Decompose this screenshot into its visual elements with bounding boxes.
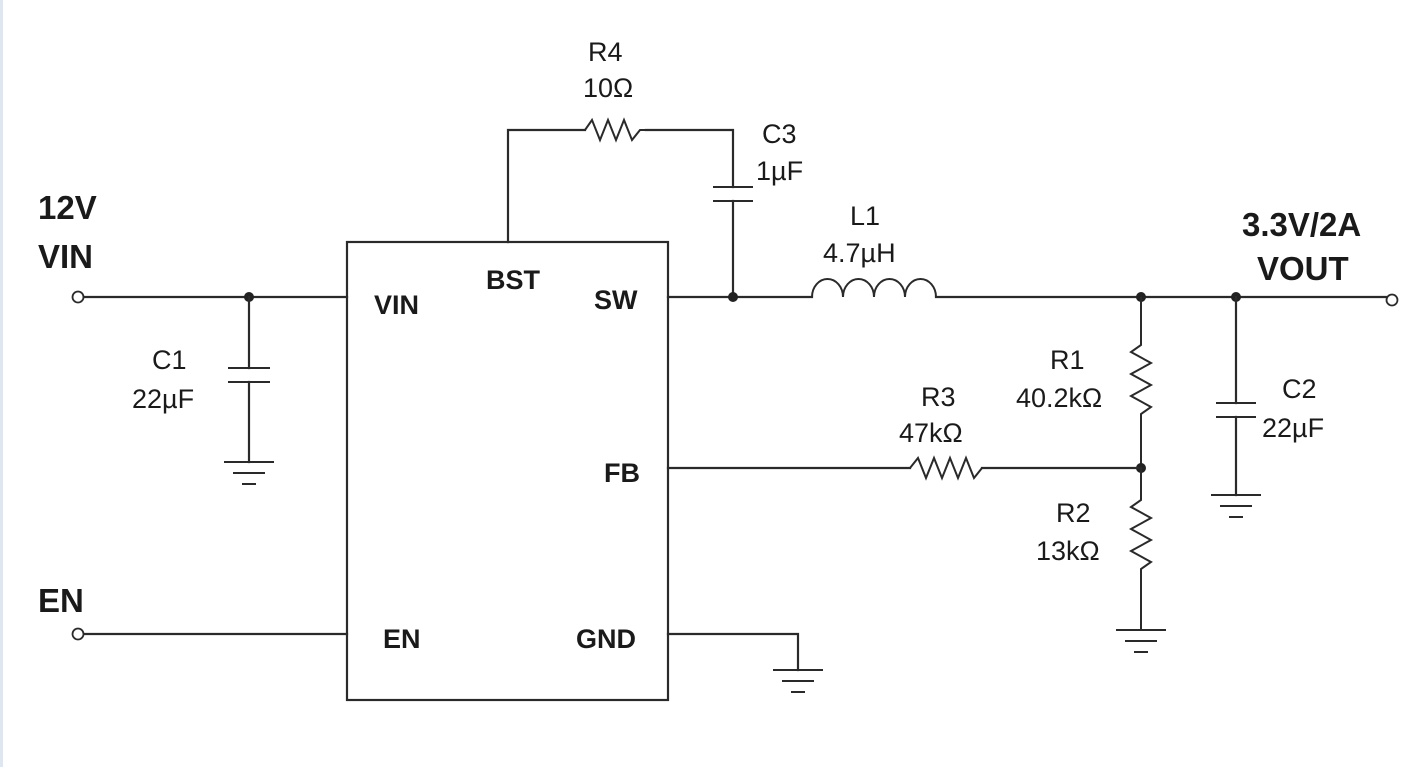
pin-fb-label: FB xyxy=(604,458,640,488)
c2-ref: C2 xyxy=(1282,374,1317,404)
input-voltage-label: 12V xyxy=(38,189,97,226)
input-name-label: VIN xyxy=(38,238,93,275)
pin-bst-label: BST xyxy=(486,265,541,295)
pin-vin-label: VIN xyxy=(374,290,419,320)
c1-value: 22µF xyxy=(132,384,194,414)
c3-capacitor xyxy=(713,186,753,299)
c1-ref: C1 xyxy=(152,345,187,375)
gnd-wire xyxy=(666,632,800,672)
pin-en-label: EN xyxy=(383,624,421,654)
r2-value: 13kΩ xyxy=(1036,536,1100,566)
vout-terminal[interactable] xyxy=(1385,293,1399,307)
pin-sw-label: SW xyxy=(594,285,638,315)
r2-ground-icon xyxy=(1116,629,1166,653)
r1-ref: R1 xyxy=(1050,345,1085,375)
pin-gnd-label: GND xyxy=(576,624,636,654)
c3-ref: C3 xyxy=(762,119,797,149)
enable-label: EN xyxy=(38,582,84,619)
output-name-label: VOUT xyxy=(1257,250,1349,287)
c3-value: 1µF xyxy=(756,156,803,186)
ic-body xyxy=(345,240,670,702)
r3-ref: R3 xyxy=(921,382,956,412)
r3-value: 47kΩ xyxy=(899,418,963,448)
r4-ref: R4 xyxy=(588,37,623,67)
c2-ground-icon xyxy=(1211,494,1261,518)
r1-resistor xyxy=(1128,297,1154,468)
r4-c3-wire xyxy=(644,128,735,189)
r4-resistor xyxy=(584,117,646,143)
c2-value: 22µF xyxy=(1262,413,1324,443)
l1-ref: L1 xyxy=(850,201,880,231)
r1-value: 40.2kΩ xyxy=(1016,383,1102,413)
l1-inductor xyxy=(811,278,937,298)
r3-resistor xyxy=(909,455,983,481)
ic-ground-icon xyxy=(773,669,823,693)
l1-value: 4.7µH xyxy=(823,238,896,268)
vin-terminal[interactable] xyxy=(71,290,85,304)
c1-ground-icon xyxy=(224,461,274,485)
r2-ref: R2 xyxy=(1056,498,1091,528)
sw-junction xyxy=(728,292,738,302)
r4-value: 10Ω xyxy=(583,73,633,103)
r2-resistor xyxy=(1128,468,1154,630)
c2-capacitor xyxy=(1216,295,1256,497)
bst-wire xyxy=(506,128,587,244)
output-rating-label: 3.3V/2A xyxy=(1242,206,1361,243)
c1-capacitor xyxy=(228,295,270,464)
en-terminal[interactable] xyxy=(71,627,85,641)
